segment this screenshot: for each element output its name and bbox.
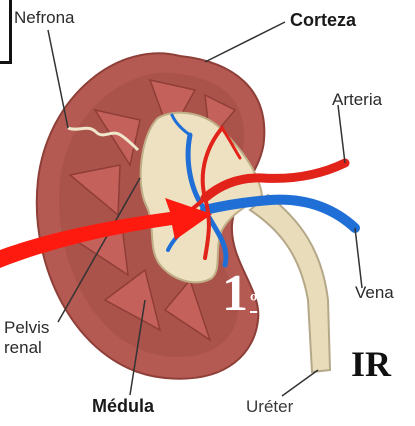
step-number: 1 xyxy=(222,265,248,322)
label-arteria: Arteria xyxy=(332,90,382,110)
step-ordinal-suffix: º xyxy=(250,289,257,314)
ir-tag: IR xyxy=(351,343,391,385)
label-pelvis-line2: renal xyxy=(4,338,42,357)
label-nefrona: Nefrona xyxy=(14,8,74,28)
ureter-tube xyxy=(250,195,330,372)
label-pelvis-line1: Pelvis xyxy=(4,318,49,337)
label-ureter: Uréter xyxy=(246,397,293,417)
step-number-annotation: 1º xyxy=(222,268,257,320)
label-medula: Médula xyxy=(92,396,154,417)
label-pelvis-renal: Pelvis renal xyxy=(4,318,49,358)
label-vena: Vena xyxy=(355,283,394,303)
label-corteza: Corteza xyxy=(290,10,356,31)
